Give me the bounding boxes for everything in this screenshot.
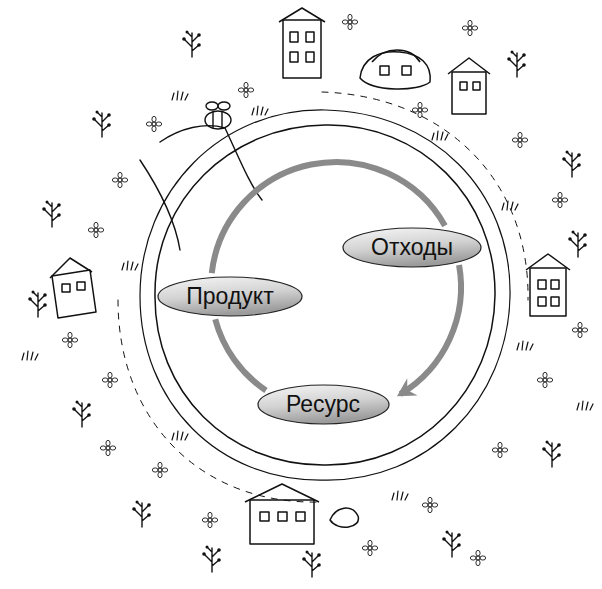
sketch-stroke [245, 484, 319, 502]
sketch-stroke [52, 270, 96, 318]
sketch-stroke [470, 550, 485, 565]
sketch-stroke [372, 50, 420, 62]
oval-label: Отходы [371, 234, 453, 260]
sketch-stroke [537, 372, 552, 387]
sketch-stroke [507, 51, 526, 78]
oval-label: Ресурс [286, 391, 360, 417]
sketch-stroke [42, 201, 61, 228]
sketch-stroke [517, 341, 533, 350]
sketch-stroke [160, 126, 262, 200]
cycle-arc [215, 319, 266, 390]
sketch-stroke [152, 462, 167, 477]
sketch-stroke [140, 160, 180, 250]
sketch-stroke [28, 291, 47, 318]
garden-ring [118, 92, 528, 502]
sketch-stroke [202, 512, 217, 527]
sketch-stroke [22, 351, 38, 360]
sketch-stroke [62, 284, 70, 292]
sketch-stroke [62, 332, 77, 347]
sketch-stroke [140, 110, 510, 480]
cycle-arc [400, 265, 461, 394]
sketch-stroke [92, 111, 111, 138]
sketch-stroke [172, 91, 188, 100]
sketch-stroke [206, 102, 218, 110]
sketch-stroke [88, 222, 103, 237]
sketch-stroke [542, 441, 561, 468]
sketch-stroke [562, 151, 581, 178]
sketch-stroke [238, 82, 253, 97]
sketch-stroke [290, 52, 298, 62]
sketch-stroke [512, 132, 527, 147]
sketch-stroke [72, 401, 91, 428]
sketch-stroke [250, 500, 314, 544]
sketch-stroke [392, 491, 408, 500]
oval-outline [158, 277, 302, 316]
sketch-stroke [552, 192, 567, 207]
sketch-stroke [362, 540, 377, 555]
sketch-stroke [112, 172, 127, 187]
oval-outline [343, 228, 481, 267]
sketch-stroke [551, 297, 559, 306]
sketch-stroke [252, 106, 268, 115]
sketch-stroke [330, 508, 358, 527]
house-sketch [50, 8, 570, 544]
cycle-oval: Отходы [342, 227, 482, 268]
sketch-stroke [290, 32, 298, 42]
sketch-stroke [380, 66, 389, 75]
sketch-stroke [302, 551, 321, 578]
sketch-stroke [572, 322, 587, 337]
sketch-stroke [132, 501, 151, 528]
sketch-stroke [402, 66, 411, 75]
sketch-stroke [530, 268, 566, 316]
sketch-stroke [296, 512, 305, 521]
sketch-stroke [538, 297, 546, 306]
sketch-stroke [172, 431, 188, 440]
shrub-sketches [28, 31, 587, 578]
oval-label: Продукт [186, 283, 273, 309]
sketch-stroke [342, 14, 357, 29]
cycle-oval: Продукт [157, 276, 303, 317]
sketch-stroke [412, 102, 427, 117]
sketch-stroke [122, 261, 138, 270]
sketch-stroke [202, 546, 221, 573]
grass-sketches [22, 91, 593, 500]
sketch-stroke [155, 125, 495, 465]
sketch-stroke [360, 52, 430, 89]
sketch-stroke [146, 116, 161, 131]
sketch-stroke [100, 440, 115, 455]
sketch-stroke [473, 82, 480, 90]
sketch-stroke [492, 442, 507, 457]
sketch-stroke [182, 31, 201, 58]
sketch-stroke [77, 282, 85, 290]
sketch-stroke [568, 231, 587, 258]
sketch-stroke [526, 254, 570, 270]
sketch-stroke [422, 497, 437, 512]
sketch-stroke [205, 111, 231, 129]
sketch-stroke [306, 52, 314, 62]
cycle-oval: Ресурс [257, 384, 390, 425]
sketch-stroke [577, 401, 593, 410]
sketch-stroke [432, 131, 448, 140]
sketch-stroke [452, 72, 486, 114]
sketch-stroke [260, 512, 269, 521]
sketch-stroke [279, 8, 325, 22]
bee-sketch [205, 102, 231, 129]
sketch-stroke [213, 112, 222, 128]
sketch-stroke [50, 258, 92, 278]
sketch-stroke [306, 32, 314, 42]
sketch-stroke [278, 512, 287, 521]
oval-outline [258, 385, 389, 424]
sketch-stroke [442, 531, 461, 558]
sketch-stroke [538, 280, 546, 289]
sketch-stroke [448, 58, 490, 74]
sketch-stroke [102, 372, 117, 387]
sketch-stroke [218, 102, 230, 110]
sketch-stroke [502, 201, 518, 210]
sketch-stroke [283, 20, 321, 78]
sketch-stroke [551, 280, 559, 289]
sketch-stroke [462, 20, 477, 35]
flower-sketches [62, 14, 587, 565]
sketch-stroke [460, 82, 467, 90]
